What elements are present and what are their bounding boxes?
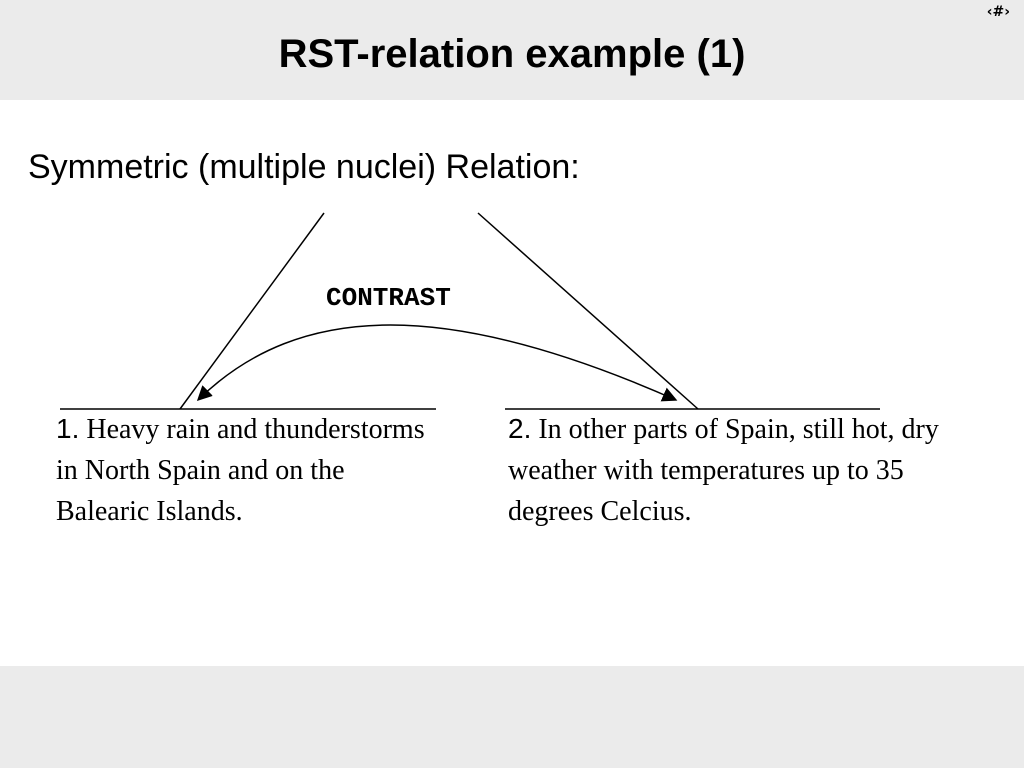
segment-text: Heavy rain and thunderstorms in North Sp… — [56, 414, 425, 527]
right-branch-line — [477, 212, 699, 410]
slide-number: ‹#› — [986, 4, 1010, 20]
slide-header: RST-relation example (1) ‹#› — [0, 0, 1024, 100]
left-branch-line — [179, 212, 325, 410]
relation-label: CONTRAST — [326, 283, 451, 313]
nucleus-segment-1: 1. Heavy rain and thunderstorms in North… — [56, 408, 441, 532]
contrast-arc-arrow — [196, 324, 678, 402]
segment-text: In other parts of Spain, still hot, dry … — [508, 414, 939, 527]
slide-footer — [0, 666, 1024, 768]
nucleus-segment-2: 2. In other parts of Spain, still hot, d… — [508, 408, 948, 532]
segment-number: 1. — [56, 413, 80, 444]
slide-title: RST-relation example (1) — [278, 32, 746, 76]
slide-subtitle: Symmetric (multiple nuclei) Relation: — [28, 148, 580, 186]
segment-number: 2. — [508, 413, 532, 444]
